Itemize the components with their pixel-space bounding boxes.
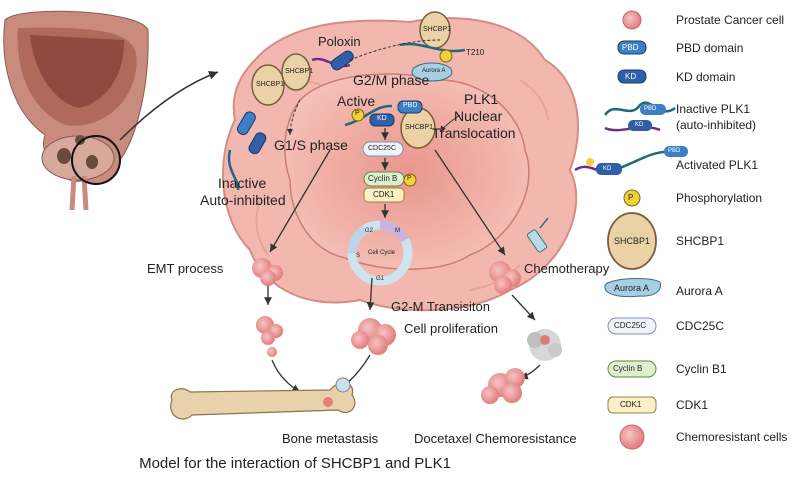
chemoresistance-label: Docetaxel Chemoresistance xyxy=(414,431,577,446)
shcbp1-label-top: SHCBP1 xyxy=(423,26,452,33)
aurora-a-label: Aurora A xyxy=(422,68,446,74)
translocation-label: Translocation xyxy=(432,125,516,141)
kd-capsule-active xyxy=(369,113,395,127)
legend-icons xyxy=(574,10,688,450)
legend-cyclin-b-icon-label: Cyclin B xyxy=(613,364,643,373)
legend-cdc25c: CDC25C xyxy=(676,319,725,333)
p-label-active: P xyxy=(355,110,360,117)
legend-inactive-kd-label: KD xyxy=(635,122,644,128)
shcbp1-label-center: SHCBP1 xyxy=(405,124,434,131)
chemoresistant-cell-cluster xyxy=(481,368,525,404)
legend-kd-icon-label: KD xyxy=(625,72,637,81)
legend-kd-domain: KD domain xyxy=(676,70,736,84)
emt-label: EMT process xyxy=(147,261,224,276)
cdc25c-box xyxy=(362,141,404,157)
legend-inactive-plk1: Inactive PLK1 xyxy=(676,102,751,116)
g2m-phase-label: G2/M phase xyxy=(353,72,430,88)
bone-metastasis-label: Bone metastasis xyxy=(282,431,379,446)
g2m-transition-label: G2-M Transisiton xyxy=(391,299,490,314)
syringe-icon xyxy=(526,217,549,253)
legend-aurora-a-icon-label: Aurora A xyxy=(614,283,650,293)
plk1-strand-left xyxy=(227,149,240,191)
kd-capsule-left xyxy=(248,132,267,155)
inactive-label: Inactive xyxy=(218,175,267,191)
legend-auto-inhibited: (auto-inhibited) xyxy=(676,118,757,132)
arrow-to-chemo xyxy=(434,149,506,256)
legend-p-icon-label: P xyxy=(628,193,634,202)
m-label: M xyxy=(395,228,400,234)
legend-pbd-icon-label: PBD xyxy=(622,43,639,52)
s-label: S xyxy=(356,253,361,259)
phospho-dot-top xyxy=(439,49,453,63)
legend-cdc25c-icon-label: CDC25C xyxy=(614,321,647,330)
kd-capsule-top xyxy=(330,50,354,71)
legend-phosphorylation: Phosphorylation xyxy=(676,191,763,205)
kd-label-active: KD xyxy=(377,115,387,122)
phospho-dot-active xyxy=(351,108,365,122)
p-label-cyclin: P xyxy=(407,175,412,182)
legend-active-pbd-label: PBD xyxy=(668,148,681,154)
dashed-arrow-left xyxy=(287,99,301,136)
cell-cycle-ring xyxy=(347,220,413,286)
g1s-phase-label: G1/S phase xyxy=(274,137,348,153)
legend-chemoresistant-cells: Chemoresistant cells xyxy=(676,430,788,444)
legend-inactive-pbd-label: PBD xyxy=(644,106,657,112)
legend-cyclin-b1: Cyclin B1 xyxy=(676,362,727,376)
arrow-to-bone-1 xyxy=(271,359,301,393)
plk1-label: PLK1 xyxy=(464,91,499,107)
cell-cycle-label: Cell Cycle xyxy=(368,250,396,256)
active-label: Active xyxy=(337,93,376,109)
arrow-nuclear xyxy=(439,114,461,133)
nuclear-label: Nuclear xyxy=(454,108,503,124)
legend-active-kd-label: KD xyxy=(603,166,612,172)
auto-inhibited-label: Auto-inhibited xyxy=(200,192,286,208)
arrow-to-emt xyxy=(269,149,331,253)
shcbp1-molecule-left xyxy=(251,64,285,106)
cdk1-label: CDK1 xyxy=(373,190,395,199)
phospho-dot-cyclin xyxy=(403,173,417,187)
legend-prostate-cancer-cell: Prostate Cancer cell xyxy=(676,13,785,27)
plk1-strand-active xyxy=(344,104,393,127)
legend-shcbp1: SHCBP1 xyxy=(676,234,725,248)
dashed-arrow-top xyxy=(349,39,441,61)
shcbp1-label-top-left: SHCBP1 xyxy=(285,68,314,75)
legend-shcbp1-icon-label: SHCBP1 xyxy=(614,236,651,246)
plk1-strand-top xyxy=(311,57,351,68)
poloxin-label: Poloxin xyxy=(318,34,361,49)
t210-label: T210 xyxy=(466,48,485,57)
pbd-capsule-active xyxy=(397,100,423,114)
cdk1-box xyxy=(363,187,405,203)
legend-cdk1-icon-label: CDK1 xyxy=(620,400,642,409)
cancer-cell-illustration xyxy=(222,17,579,312)
shcbp1-molecule-top-left xyxy=(281,53,311,91)
arrow-to-proliferation xyxy=(366,277,375,311)
chemotherapy-label: Chemotherapy xyxy=(524,261,610,276)
bone-illustration xyxy=(170,377,356,420)
legend-cdk1: CDK1 xyxy=(676,398,709,412)
g1-label: G1 xyxy=(376,276,385,282)
cdc25c-label: CDC25C xyxy=(368,145,397,152)
cell-proliferation-label: Cell proliferation xyxy=(404,321,498,336)
emt-cell-cluster xyxy=(252,258,283,286)
chemo-cell-cluster xyxy=(489,261,521,294)
arrow-chemo-down xyxy=(511,294,536,321)
dying-cell-cluster xyxy=(527,329,562,361)
proliferation-cell-cluster xyxy=(351,318,396,355)
aurora-a-shape xyxy=(411,62,453,82)
figure-caption: Model for the interaction of SHCBP1 and … xyxy=(139,455,451,472)
pbd-label-active: PBD xyxy=(403,102,418,109)
pbd-capsule-left xyxy=(237,111,256,136)
shcbp1-label-left: SHCBP1 xyxy=(256,81,285,88)
metastasis-cell-cluster xyxy=(256,316,283,357)
legend-aurora-a: Aurora A xyxy=(676,284,723,298)
legend-pbd-domain: PBD domain xyxy=(676,41,744,55)
legend-activated-plk1: Activated PLK1 xyxy=(676,158,759,172)
g2-label: G2 xyxy=(365,228,374,234)
cyclin-b-label: Cyclin B xyxy=(368,174,398,183)
plk1-strand-top-right xyxy=(399,42,466,53)
prostate-organ-illustration xyxy=(3,10,219,211)
